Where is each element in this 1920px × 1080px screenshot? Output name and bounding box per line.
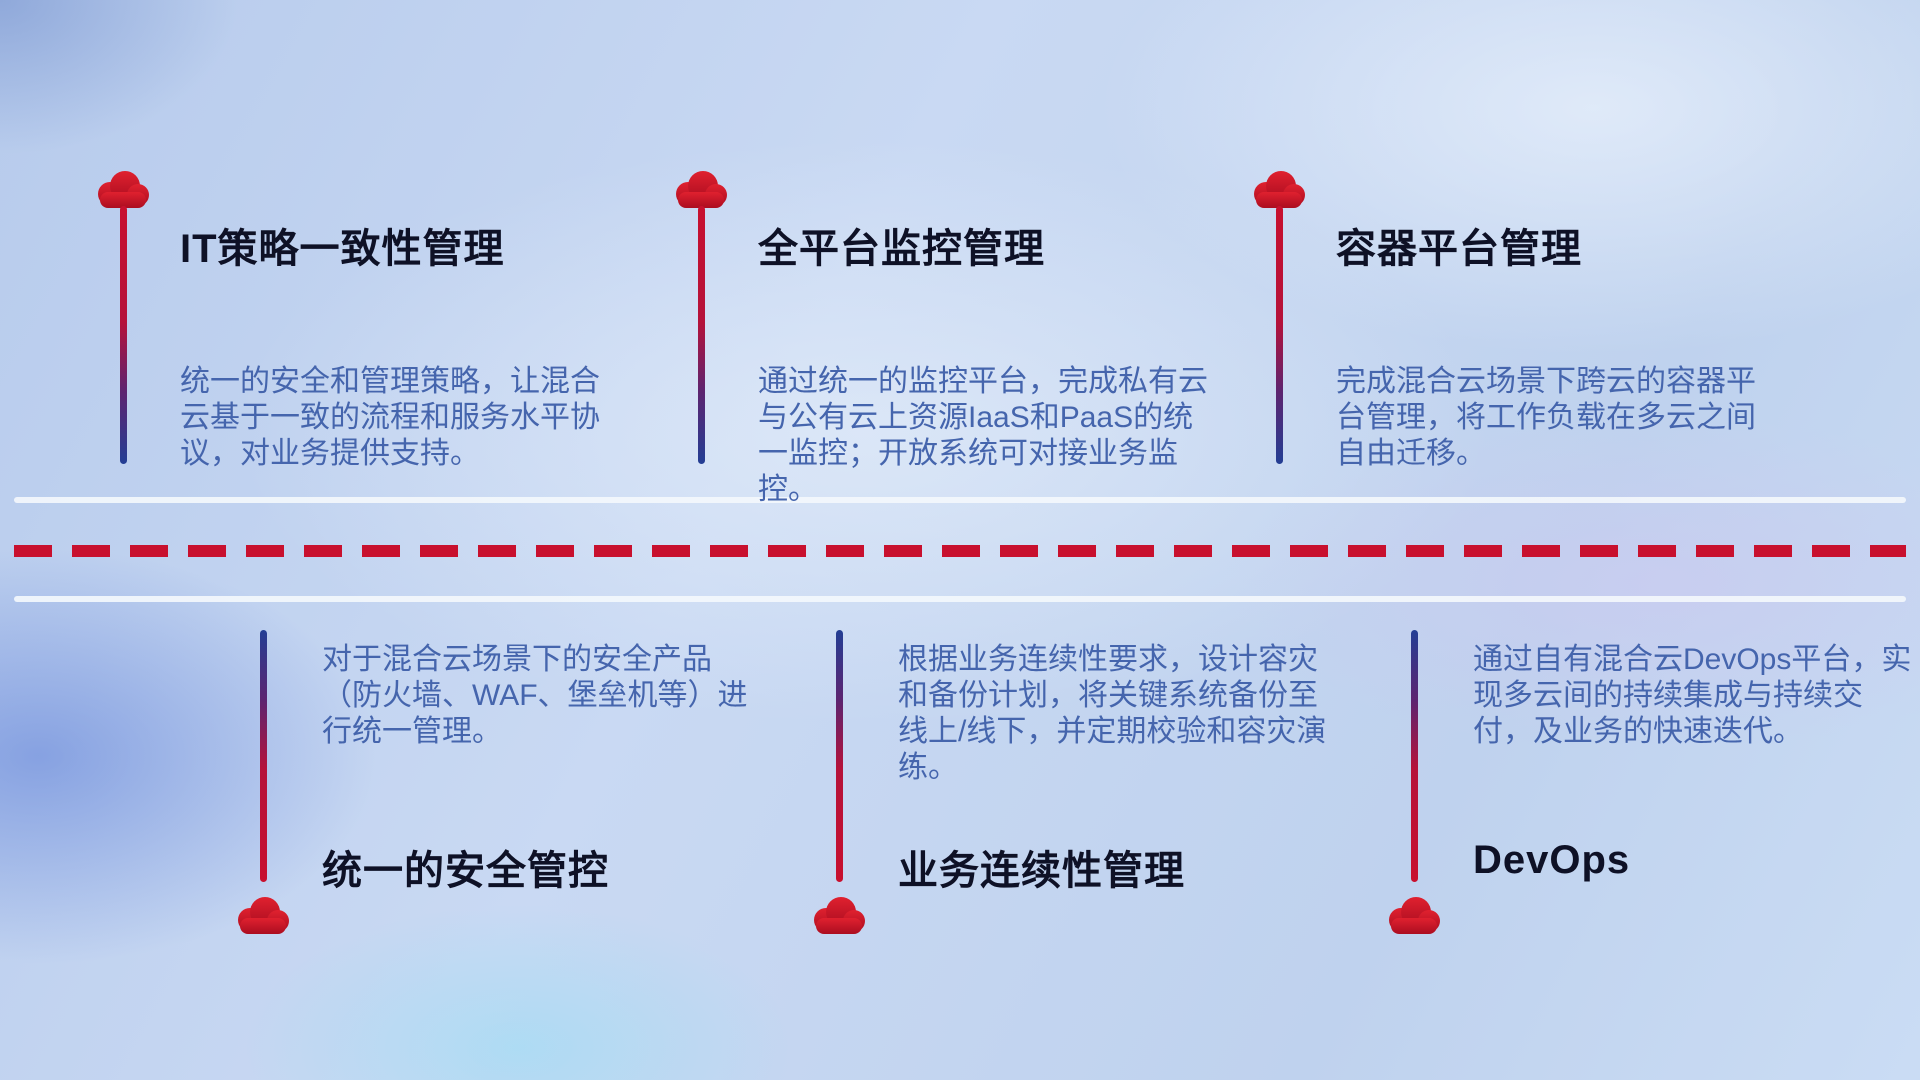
cloud-icon (810, 894, 868, 934)
capability-title: IT策略一致性管理 (180, 227, 505, 271)
capability-description: 统一的安全和管理策略，让混合云基于一致的流程和服务水平协议，对业务提供支持。 (180, 365, 600, 470)
capability-title: DevOps (1473, 838, 1631, 882)
separator-line-top (14, 497, 1906, 503)
capability-description: 根据业务连续性要求，设计容灾和备份计划，将关键系统备份至线上/线下，并定期校验和… (898, 643, 1327, 784)
separator-line-bottom (14, 596, 1906, 602)
connector-line (1410, 630, 1418, 882)
timeline-pole (810, 630, 868, 934)
capability-item-security-control: 对于混合云场景下的安全产品（防火墙、WAF、堡垒机等）进行统一管理。 统一的安全… (234, 630, 814, 950)
capability-title: 统一的安全管控 (322, 849, 609, 893)
capability-description: 对于混合云场景下的安全产品（防火墙、WAF、堡垒机等）进行统一管理。 (322, 643, 748, 748)
capability-description: 通过统一的监控平台，完成私有云与公有云上资源IaaS和PaaS的统一监控；开放系… (758, 365, 1208, 506)
connector-line (119, 206, 127, 464)
timeline-pole (94, 168, 152, 464)
cloud-icon (672, 168, 730, 208)
capability-title: 容器平台管理 (1336, 227, 1582, 271)
connector-line (835, 630, 843, 882)
timeline-pole (234, 630, 292, 934)
timeline-pole (672, 168, 730, 464)
cloud-icon (1250, 168, 1308, 208)
capability-item-it-policy: IT策略一致性管理 统一的安全和管理策略，让混合云基于一致的流程和服务水平协议，… (94, 168, 674, 488)
cloud-icon (234, 894, 292, 934)
timeline-pole (1250, 168, 1308, 464)
connector-line (697, 206, 705, 464)
cloud-icon (94, 168, 152, 208)
capability-item-monitoring: 全平台监控管理 通过统一的监控平台，完成私有云与公有云上资源IaaS和PaaS的… (672, 168, 1252, 506)
capability-item-devops: 通过自有混合云DevOps平台，实现多云间的持续集成与持续交付，及业务的快速迭代… (1385, 630, 1920, 950)
capability-title: 业务连续性管理 (898, 849, 1185, 893)
capability-title: 全平台监控管理 (758, 227, 1045, 271)
capability-description: 通过自有混合云DevOps平台，实现多云间的持续集成与持续交付，及业务的快速迭代… (1473, 643, 1912, 748)
cloud-icon (1385, 894, 1443, 934)
dashed-center-line (14, 545, 1906, 557)
connector-line (1275, 206, 1283, 464)
connector-line (259, 630, 267, 882)
capability-description: 完成混合云场景下跨云的容器平台管理，将工作负载在多云之间自由迁移。 (1336, 365, 1756, 470)
timeline-pole (1385, 630, 1443, 934)
capability-item-business-continuity: 根据业务连续性要求，设计容灾和备份计划，将关键系统备份至线上/线下，并定期校验和… (810, 630, 1390, 950)
capability-item-container-platform: 容器平台管理 完成混合云场景下跨云的容器平台管理，将工作负载在多云之间自由迁移。 (1250, 168, 1830, 488)
